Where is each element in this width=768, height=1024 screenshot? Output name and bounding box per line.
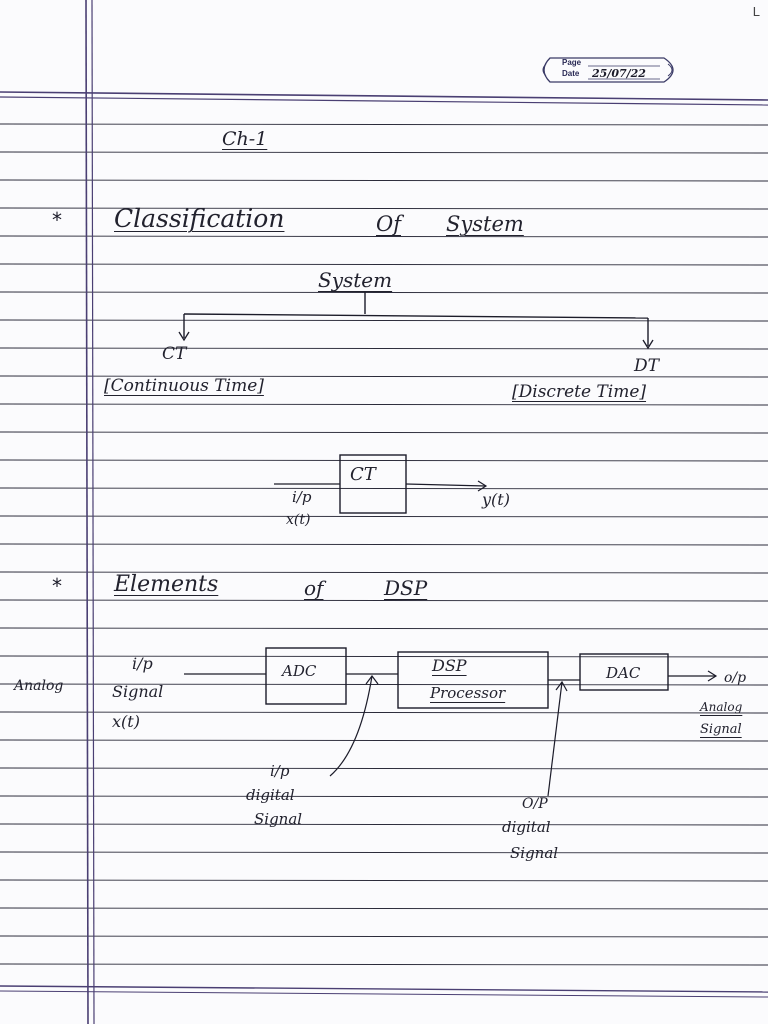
section1-bullet: *: [52, 208, 62, 232]
rule-line: [0, 487, 768, 490]
ct-block-label: CT: [350, 464, 376, 485]
bottom-margin-line: [0, 990, 768, 998]
section2-bullet: *: [52, 574, 62, 598]
output-label: o/p: [724, 670, 747, 686]
rule-line: [0, 795, 768, 798]
rule-line: [0, 263, 768, 266]
tree-left-abbr: CT: [162, 344, 187, 364]
rule-line: [0, 207, 768, 210]
tree-left-full: [Continuous Time]: [104, 376, 264, 396]
rule-line: [0, 739, 768, 742]
rule-line: [0, 431, 768, 434]
left-margin-line: [85, 0, 89, 1024]
digital-output-line1: O/P: [522, 796, 548, 812]
section1-title-word3: System: [446, 212, 524, 236]
stamp-outline: [542, 57, 674, 83]
chapter-heading: Ch-1: [222, 128, 268, 150]
top-margin-line: [0, 91, 768, 101]
ct-output-signal: y(t): [482, 490, 510, 509]
page-date-stamp: Page Date 25/07/22: [536, 52, 684, 88]
rule-line: [0, 403, 768, 406]
date-value: 25/07/22: [592, 67, 646, 80]
input-top-label: i/p: [132, 654, 153, 673]
input-side-label: Analog: [14, 678, 64, 694]
rule-line: [0, 291, 768, 294]
rule-line: [0, 655, 768, 658]
rule-line: [0, 179, 768, 182]
rule-line: [0, 459, 768, 462]
rule-line: [0, 543, 768, 546]
left-margin-line: [91, 0, 95, 1024]
section2-title-word3: DSP: [384, 576, 428, 600]
output-label-line3: Signal: [700, 722, 742, 737]
rule-line: [0, 963, 768, 966]
rule-line: [0, 151, 768, 154]
digital-input-line1: i/p: [270, 762, 290, 780]
ct-input-label: i/p: [292, 488, 312, 506]
output-label-line2: Analog: [700, 700, 743, 714]
rule-line: [0, 319, 768, 322]
section2-title-word2: of: [304, 576, 324, 600]
adc-label: ADC: [282, 662, 317, 680]
rule-line: [0, 823, 768, 826]
rule-line: [0, 235, 768, 238]
input-mid-label: Signal: [112, 682, 164, 701]
dsp-label-line1: DSP: [432, 656, 467, 675]
rule-line: [0, 515, 768, 518]
digital-input-line3: Signal: [254, 810, 303, 828]
rule-line: [0, 347, 768, 350]
digital-output-line3: Signal: [510, 844, 559, 862]
corner-mark: L: [752, 4, 760, 19]
digital-output-line2: digital: [502, 818, 551, 836]
rule-line: [0, 851, 768, 854]
rule-line: [0, 571, 768, 574]
input-bot-label: x(t): [112, 712, 140, 731]
rule-line: [0, 907, 768, 910]
section1-title-word2: Of: [376, 212, 401, 236]
ct-input-signal: x(t): [286, 512, 311, 528]
digital-input-line2: digital: [246, 786, 295, 804]
dac-label: DAC: [606, 664, 641, 682]
date-label: Date: [562, 69, 580, 78]
rule-line: [0, 599, 768, 602]
section2-title-word1: Elements: [114, 572, 219, 597]
tree-root: System: [318, 268, 393, 292]
bottom-margin-line: [0, 985, 768, 993]
rule-line: [0, 935, 768, 938]
tree-right-full: [Discrete Time]: [512, 382, 647, 402]
section1-title-word1: Classification: [114, 204, 285, 233]
rule-line: [0, 879, 768, 882]
tree-right-abbr: DT: [634, 356, 659, 376]
page-label: Page: [562, 58, 582, 67]
rule-line: [0, 123, 768, 126]
rule-line: [0, 711, 768, 714]
dsp-label-line2: Processor: [430, 684, 506, 702]
rule-line: [0, 375, 768, 378]
rule-line: [0, 627, 768, 630]
rule-line: [0, 767, 768, 770]
top-margin-line: [0, 96, 768, 106]
